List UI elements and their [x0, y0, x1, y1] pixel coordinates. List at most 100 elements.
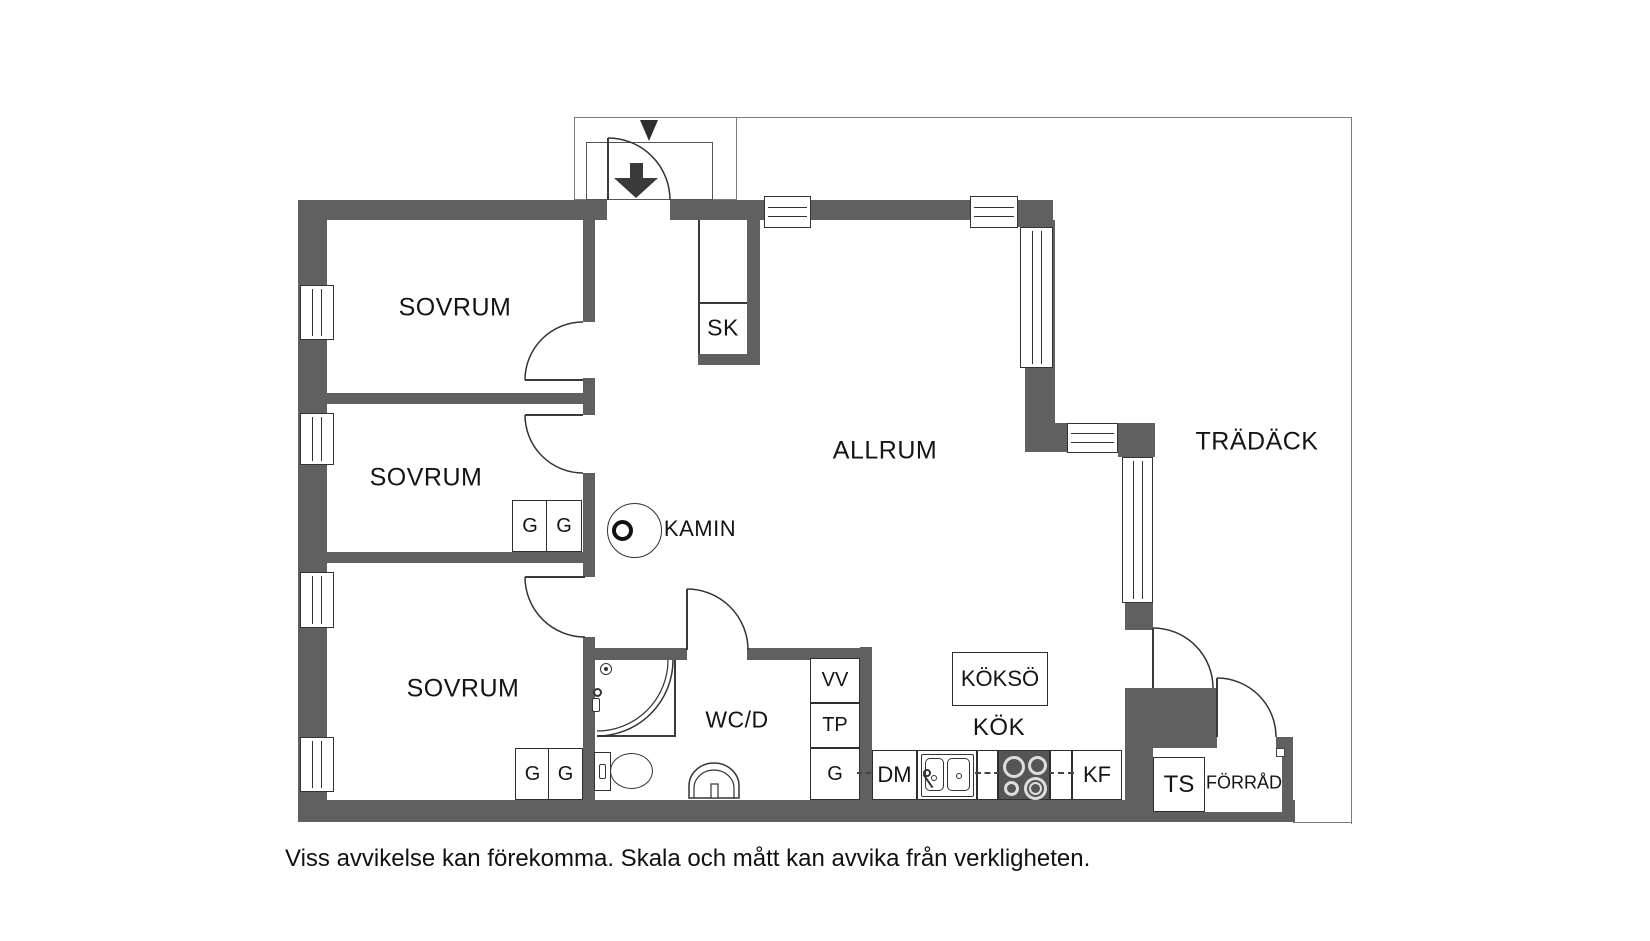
tp-cabinet-box: TP [810, 703, 860, 748]
deck-door-leaf [1152, 628, 1154, 688]
kitchen-island-box: KÖKSÖ [952, 652, 1048, 706]
window-pane [1031, 231, 1042, 364]
sink-drain-icon [931, 775, 937, 781]
window-pane [1071, 433, 1114, 443]
washer-label: TS [1163, 770, 1195, 798]
wardrobe-bottom-2: G [548, 748, 583, 800]
burner-icon [1004, 781, 1019, 796]
fireplace-label: KAMIN [663, 516, 737, 541]
tp-cabinet-label: TP [822, 714, 848, 736]
window-step [1067, 423, 1118, 453]
room-label-sovrum-mid: SOVRUM [369, 463, 483, 492]
window-right-tall [1020, 227, 1053, 368]
window-pane [312, 741, 322, 788]
window-pane [768, 207, 807, 217]
sk-closet-left-line [698, 220, 700, 354]
fireplace-flue-icon [612, 520, 633, 541]
room-label-forrad: FÖRRÅD [1206, 772, 1282, 793]
shower-glass-inner-arc [596, 659, 669, 732]
forrad-door-leaf [1216, 678, 1218, 737]
window-left-2 [300, 413, 334, 465]
burner-icon [1029, 782, 1042, 795]
wall-divider-sovrum2-3 [327, 552, 583, 563]
toilet-bowl [610, 753, 653, 789]
wardrobe-label: G [556, 514, 572, 537]
shower-mixer-icon [593, 688, 602, 697]
window-left-1 [300, 285, 334, 340]
wall-corridor-seg1 [583, 220, 595, 322]
window-left-4 [300, 737, 334, 792]
window-top-2 [970, 196, 1018, 228]
window-pane [312, 289, 322, 336]
faucet-icon [923, 769, 931, 777]
wcd-door-arc [686, 588, 749, 651]
forrad-door-notch [1276, 748, 1285, 757]
wall-forrad-top-mass [1125, 688, 1217, 748]
shower-bottom-edge [597, 735, 676, 737]
shower-glass-outer-arc [596, 659, 674, 737]
wall-sk-bottom [698, 354, 760, 365]
shower-faucet-icon [592, 698, 600, 712]
washer-box: TS [1153, 757, 1205, 812]
window-right-lower [1122, 457, 1153, 603]
entrance-arrow-small-icon [640, 120, 658, 141]
shower-right-edge [674, 660, 676, 737]
stove [998, 750, 1050, 800]
room-label-kok: KÖK [972, 714, 1026, 741]
closet-label-sk: SK [707, 314, 739, 341]
counter-blank-2 [1050, 750, 1072, 800]
window-top-1 [764, 196, 811, 228]
window-pane [1132, 461, 1143, 599]
wall-corridor-seg2 [583, 378, 595, 415]
room-label-wcd: WC/D [705, 706, 769, 733]
sovrum-top-door-arc [524, 321, 584, 381]
counter-dash [857, 772, 871, 774]
sovrum-bottom-door-arc [524, 576, 586, 638]
wardrobe-mid-2: G [546, 500, 582, 552]
wcd-basin-tap-icon [710, 783, 719, 799]
sovrum-top-door-leaf [525, 379, 583, 381]
wall-divider-sovrum1-2 [327, 393, 583, 404]
wall-wcd-top-right [747, 648, 872, 660]
room-label-tradack: TRÄDÄCK [1195, 427, 1319, 456]
sovrum-mid-door-arc [524, 414, 584, 474]
toilet-flush-icon [599, 764, 606, 779]
disclaimer-text: Viss avvikelse kan förekomma. Skala och … [285, 845, 1091, 872]
burner-icon [1003, 756, 1025, 778]
sink-drain-icon [956, 773, 962, 779]
kitchen-island-label: KÖKSÖ [960, 666, 1040, 691]
wcd-basin-outer [688, 762, 740, 799]
wardrobe-bottom-1: G [515, 748, 550, 800]
entrance-door-leaf [607, 138, 609, 200]
kitchen-sink [921, 754, 974, 797]
wall-top-left-segment [298, 200, 607, 220]
deck-outline [737, 117, 1352, 824]
wardrobe-label: G [522, 514, 538, 537]
dishwasher-label: DM [877, 762, 912, 787]
wall-wcd-top-left [595, 648, 687, 660]
deck-door-arc [1152, 627, 1214, 689]
wardrobe-label: G [827, 762, 843, 785]
window-left-3 [300, 572, 334, 628]
toilet-tank [594, 752, 611, 791]
wardrobe-label: G [524, 762, 541, 785]
sovrum-mid-door-leaf [525, 414, 583, 416]
room-label-allrum: ALLRUM [832, 436, 938, 465]
counter-dash [975, 772, 1000, 774]
shower-head-icon [600, 663, 612, 675]
wall-corridor-seg3 [583, 473, 595, 577]
vestibule-inner-box [586, 142, 713, 200]
shower-head-dot-icon [604, 667, 608, 671]
wardrobe-column: G [810, 748, 860, 800]
wall-step-corner [1118, 423, 1155, 457]
window-pane [974, 207, 1014, 217]
burner-icon [1024, 777, 1047, 800]
wall-bottom [298, 800, 1295, 822]
window-pane [312, 576, 322, 624]
window-pane [312, 417, 322, 461]
fridge-freezer-box: KF [1072, 750, 1122, 800]
sink-basin-right [947, 758, 970, 791]
wall-gcolumn-right [860, 647, 872, 802]
